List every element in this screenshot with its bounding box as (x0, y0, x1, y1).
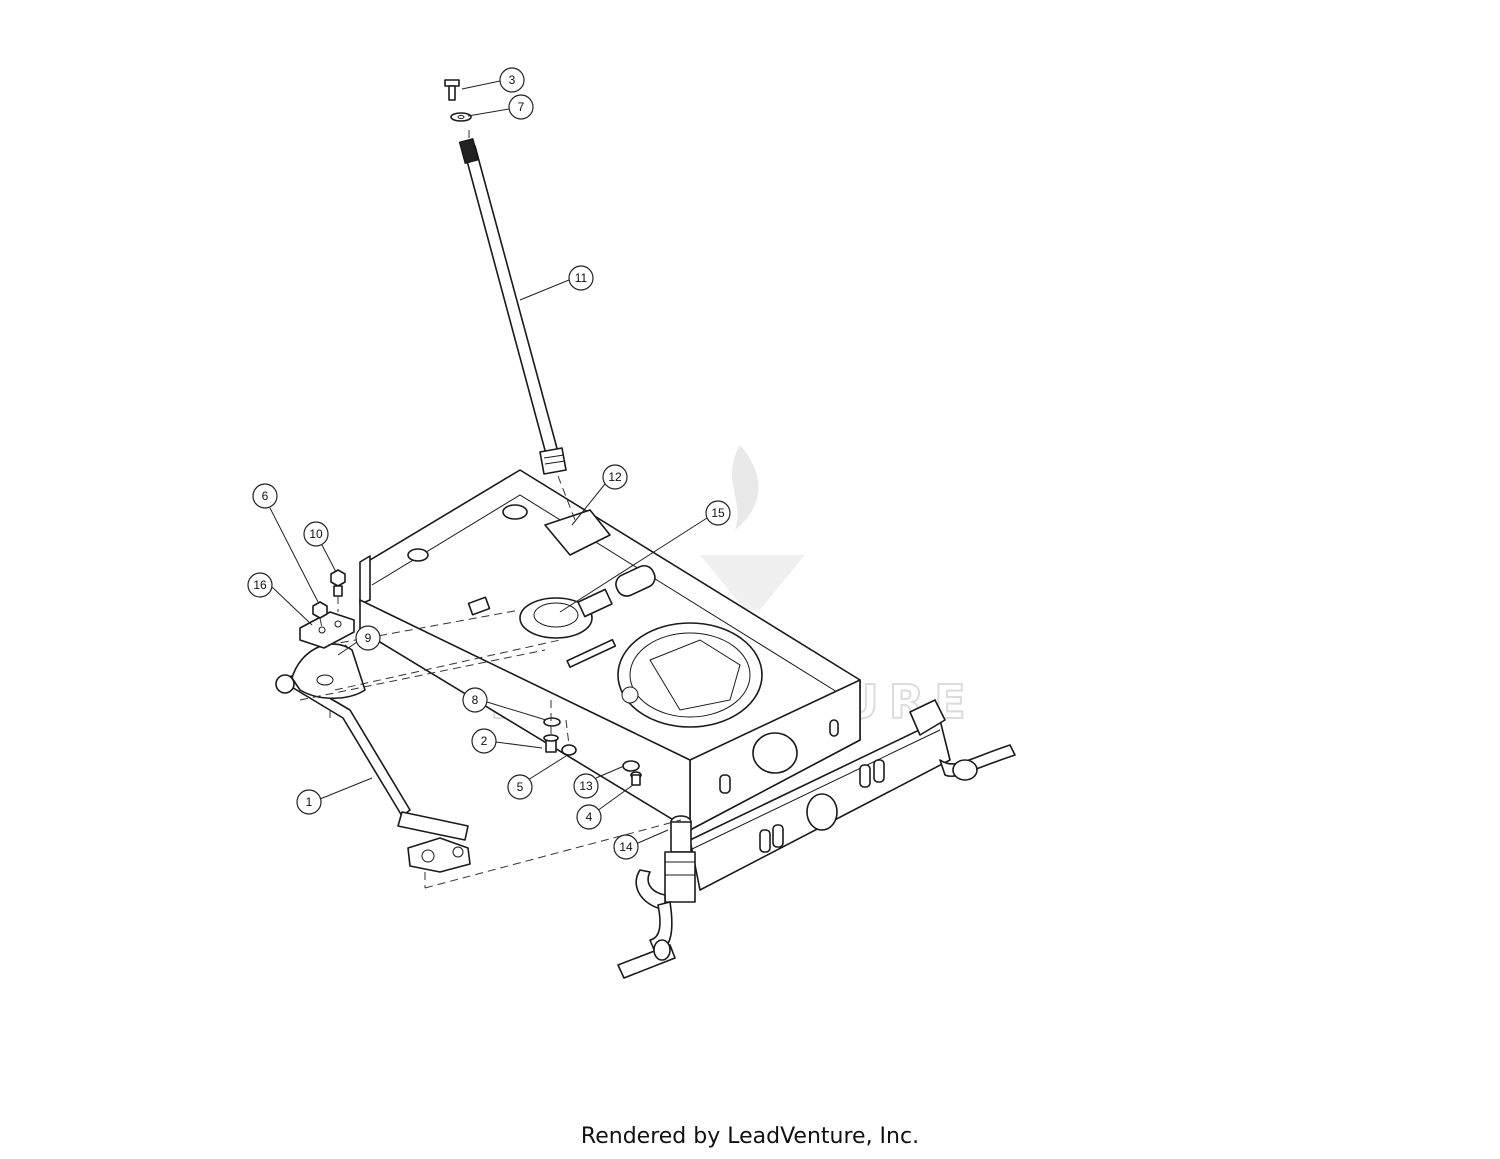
callout-10[interactable]: 10 (303, 521, 337, 573)
shoulder-bolt (330, 569, 346, 597)
callout-label: 12 (608, 470, 622, 484)
hex-nut (312, 601, 328, 619)
callout-label: 10 (309, 527, 323, 541)
callout-label: 8 (472, 693, 479, 707)
callout-label: 16 (253, 578, 267, 592)
callout-9[interactable]: 9 (337, 625, 381, 656)
callout-16[interactable]: 16 (247, 572, 313, 626)
callout-11[interactable]: 11 (519, 265, 594, 301)
callout-13[interactable]: 13 (573, 765, 625, 799)
steering-shaft (458, 137, 567, 475)
bolt-4 (630, 771, 642, 786)
callout-label: 6 (262, 489, 269, 503)
callout-3[interactable]: 3 (461, 67, 525, 93)
pivot-plate (299, 611, 355, 649)
bolt (444, 79, 460, 101)
footer-credit: Rendered by LeadVenture, Inc. (580, 1124, 920, 1149)
callout-label: 4 (586, 810, 593, 824)
callout-2[interactable]: 2 (471, 728, 543, 754)
callout-6[interactable]: 6 (252, 483, 319, 603)
callout-12[interactable]: 12 (571, 464, 628, 526)
bolt-2 (543, 734, 559, 753)
callout-8[interactable]: 8 (462, 687, 547, 721)
washer-8 (543, 717, 561, 727)
callout-15[interactable]: 15 (559, 500, 731, 613)
callout-label: 2 (481, 734, 488, 748)
frame (359, 469, 861, 831)
spindle (617, 815, 696, 979)
callout-label: 7 (518, 100, 525, 114)
callout-label: 14 (619, 840, 633, 854)
callout-label: 9 (365, 631, 372, 645)
callout-1[interactable]: 1 (296, 777, 373, 815)
sector-gear (291, 643, 366, 700)
callout-label: 13 (579, 779, 593, 793)
front-axle (689, 699, 1016, 891)
nut-5 (561, 744, 577, 756)
spacer-13 (622, 760, 640, 772)
drag-link (275, 674, 471, 873)
callout-label: 11 (575, 271, 588, 285)
callout-label: 1 (306, 795, 313, 809)
callout-label: 3 (509, 73, 516, 87)
callout-label: 5 (517, 780, 524, 794)
callout-4[interactable]: 4 (576, 784, 634, 830)
callout-label: 15 (711, 506, 725, 520)
callout-14[interactable]: 14 (613, 829, 669, 860)
callout-7[interactable]: 7 (467, 94, 534, 120)
callout-5[interactable]: 5 (507, 755, 567, 800)
washer (450, 112, 472, 122)
